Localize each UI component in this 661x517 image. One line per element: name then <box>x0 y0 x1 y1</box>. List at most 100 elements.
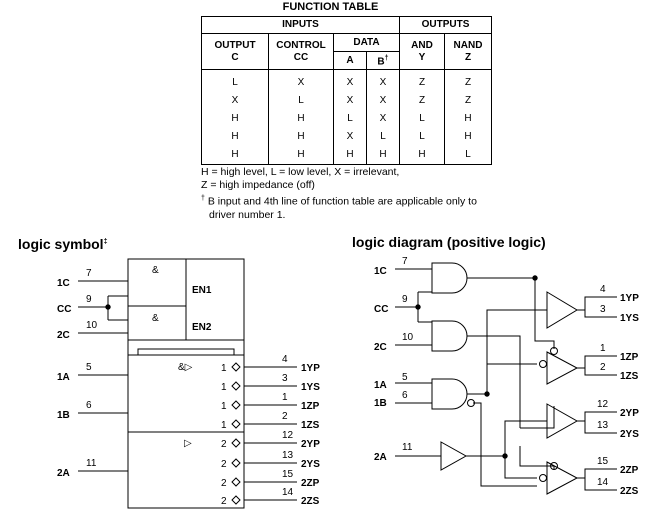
output-label-2zs: 2ZS <box>620 486 639 497</box>
pin-number: 15 <box>282 469 294 480</box>
output-index: 1 <box>221 420 227 431</box>
output-label-2zp: 2ZP <box>620 465 639 476</box>
table-cell: Z <box>444 91 492 109</box>
pin-number: 12 <box>282 430 294 441</box>
dagger-mark: † <box>384 54 389 62</box>
table-cell: H <box>444 109 492 127</box>
output-label: 1ZS <box>301 420 320 431</box>
inverter-bubble <box>539 360 547 368</box>
col-name: NAND <box>453 39 483 51</box>
wire-out-1ys <box>584 310 617 318</box>
col-output-c: OUTPUT C <box>201 33 269 70</box>
buffer-symbol: ▷ <box>184 438 192 449</box>
pin-number: 11 <box>86 458 97 469</box>
table-cell: H <box>444 127 492 145</box>
function-table-title: FUNCTION TABLE <box>282 1 379 13</box>
output-label: 1YS <box>301 382 320 393</box>
output-index: 2 <box>221 478 227 489</box>
inverter-bubble <box>539 474 547 482</box>
footnote-text: B input and 4th line of function table a… <box>207 195 477 208</box>
footnote-line: † B input and 4th line of function table… <box>201 192 477 209</box>
output-label-1zp: 1ZP <box>620 352 639 363</box>
output-marker-icon <box>231 495 241 505</box>
enable-bubble <box>550 462 558 470</box>
tristate-buffer-1y <box>546 291 578 329</box>
junction-dot <box>105 304 111 310</box>
input-label-cc: CC <box>57 304 71 315</box>
buffer-2a <box>440 441 468 471</box>
input-label-2c: 2C <box>374 342 387 353</box>
wire-data2-alt <box>473 402 537 487</box>
wire-out-2zs <box>584 478 617 491</box>
output-label: 2YS <box>301 459 320 470</box>
input-label-1c: 1C <box>57 278 70 289</box>
output-label: 2ZS <box>301 496 320 507</box>
col-name: OUTPUT <box>214 39 256 51</box>
pin-number: 14 <box>282 487 294 498</box>
input-label-2a: 2A <box>57 468 70 479</box>
function-table-notes: H = high level, L = low level, X = irrel… <box>201 166 477 222</box>
col-name: AND <box>411 39 433 51</box>
output-label-1yp: 1YP <box>620 293 639 304</box>
input-label-1b: 1B <box>374 398 387 409</box>
output-index: 2 <box>221 459 227 470</box>
col-sub: Z <box>464 51 472 63</box>
pin-number: 4 <box>600 284 606 295</box>
wire-en2-c <box>520 406 555 429</box>
pin-number: 12 <box>597 399 609 410</box>
output-index: 1 <box>221 401 227 412</box>
junction-dot <box>484 391 490 397</box>
wire-out-2ys <box>584 421 617 434</box>
and-buffer-symbol: &▷ <box>178 362 193 373</box>
output-index: 2 <box>221 439 227 450</box>
output-label: 2YP <box>301 439 320 450</box>
en2-label: EN2 <box>192 322 212 333</box>
pin-number: 15 <box>597 456 609 467</box>
col-sub: B <box>377 56 385 68</box>
col-sub: CC <box>293 51 309 63</box>
pin-number: 9 <box>402 294 408 305</box>
pin-number: 14 <box>597 477 609 488</box>
output-label-1zs: 1ZS <box>620 371 639 382</box>
pin-number: 3 <box>282 373 288 384</box>
logic-symbol-title-text: logic symbol <box>18 236 104 252</box>
wire-out-1yp <box>577 296 617 311</box>
wire-out-2zp <box>577 468 617 479</box>
output-marker-icon <box>231 458 241 468</box>
pin-number: 5 <box>86 362 92 373</box>
pin-number: 2 <box>600 362 606 373</box>
output-marker-icon <box>231 381 241 391</box>
block-notch <box>137 348 235 355</box>
pin-number: 10 <box>86 320 98 331</box>
wire-data1-z <box>486 363 537 394</box>
en1-label: EN1 <box>192 285 212 296</box>
wire-en2 <box>467 335 521 428</box>
pin-number: 5 <box>402 372 408 383</box>
output-marker-icon <box>231 362 241 372</box>
col-and-y: AND Y <box>399 33 445 70</box>
wire-out-1zs <box>584 368 617 376</box>
double-dagger-mark: ‡ <box>103 238 108 246</box>
output-index: 1 <box>221 382 227 393</box>
output-label-2ys: 2YS <box>620 429 639 440</box>
pin-number: 6 <box>86 400 92 411</box>
table-cell: Z <box>444 69 492 91</box>
col-nand-z: NAND Z <box>444 33 492 70</box>
output-marker-icon <box>231 419 241 429</box>
logic-diagram-title: logic diagram (positive logic) <box>352 234 546 250</box>
note-line: H = high level, L = low level, X = irrel… <box>201 166 400 178</box>
input-label-cc: CC <box>374 304 388 315</box>
logic-symbol: 1C 7 CC 9 2C 10 1A 5 1B 6 2A 11 & EN1 & … <box>57 258 320 509</box>
wire-data2-z <box>504 456 537 479</box>
pin-number: 13 <box>282 450 294 461</box>
output-label: 2ZP <box>301 478 320 489</box>
output-label: 1YP <box>301 363 320 374</box>
and-gate-2 <box>431 320 468 352</box>
enable-bubble <box>550 347 558 355</box>
output-label: 1ZP <box>301 401 320 412</box>
